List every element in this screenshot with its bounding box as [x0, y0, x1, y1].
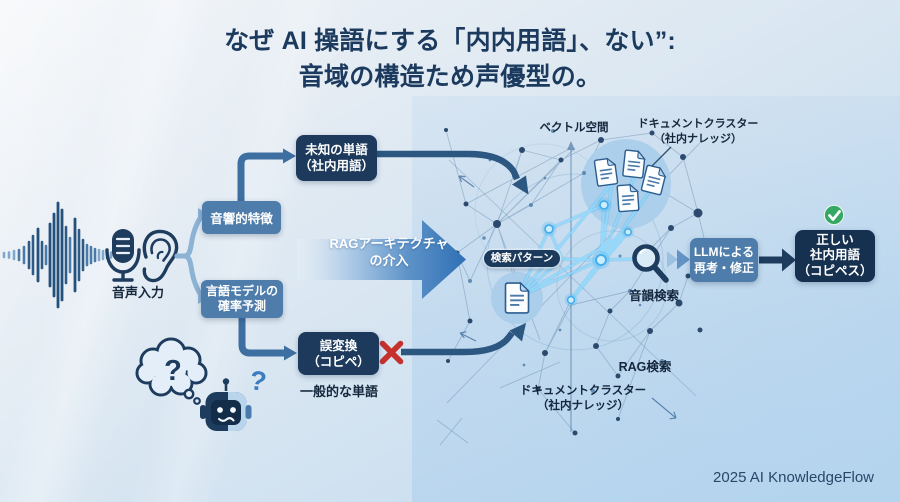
waveform-icon: [2, 201, 117, 309]
llm-revision-line2: 再考・修正: [693, 261, 754, 275]
cross-icon: [379, 340, 404, 365]
search-pattern-pill: 検索パターン: [484, 250, 560, 267]
unknown-word-box: 未知の単語 （社内用語）: [296, 135, 377, 181]
cluster-top-line2: （社内ナレッジ）: [654, 132, 742, 145]
title-line-2: 音域の構造ため声優型の。: [298, 63, 602, 91]
rag-intervention-arrow: [297, 220, 466, 299]
correct-term-line1: 正しい: [816, 232, 854, 247]
curved-arrow-bottom: [401, 323, 526, 356]
unknown-word-line2: （社内用語）: [298, 159, 374, 173]
curved-arrow-top: [377, 150, 529, 195]
misconversion-line1: 誤変換: [319, 338, 358, 353]
highlighted-nodes: [541, 197, 634, 307]
correct-term-box: 正しい 社内用語 （コピペス）: [795, 230, 875, 282]
language-model-line2: 確率予測: [217, 299, 266, 313]
misconversion-box: 誤変換 （コピペ）: [298, 332, 379, 375]
credit-text: 2025 AI KnowledgeFlow: [713, 469, 874, 486]
voice-input-label: 音声入力: [111, 285, 164, 300]
misconversion-line2: （コピペ）: [307, 354, 370, 369]
language-model-line1: 言語モデルの: [205, 284, 278, 298]
correct-term-line2: 社内用語: [809, 248, 860, 263]
elbow-arrow-misconversion: [238, 316, 297, 361]
robot-icon: [200, 378, 252, 431]
cluster-bottom-line1: ドキュメントクラスター: [519, 385, 647, 397]
floating-question-mark: ?: [247, 364, 269, 398]
generic-word-label: 一般的な単語: [299, 384, 378, 399]
llm-revision-line1: LLMによる: [693, 245, 755, 259]
rag-arrow-line1: RAGアーキテクチャ: [329, 236, 449, 251]
elbow-arrow-unknown: [237, 148, 296, 203]
document-cluster-top-label: ドキュメントクラスター （社内ナレッジ）: [628, 117, 768, 146]
thought-cloud-icon: [135, 337, 208, 405]
cluster-bottom-line2: （社内ナレッジ）: [537, 399, 629, 412]
network-nodes: [444, 128, 709, 436]
rag-search-label: RAG検索: [618, 360, 672, 374]
vector-space-label: ベクトル空間: [539, 122, 609, 134]
llm-revision-box: LLMによる 再考・修正: [690, 238, 758, 282]
unknown-word-line1: 未知の単語: [305, 143, 368, 157]
document-cluster-bottom-label: ドキュメントクラスター （社内ナレッジ）: [513, 384, 653, 413]
acoustic-features-box: 音響的特徴: [202, 201, 281, 234]
microphone-icon: [105, 229, 141, 282]
cluster-top-line1: ドキュメントクラスター: [637, 118, 759, 130]
decorative-arrow: [458, 175, 677, 420]
result-arrow: [759, 248, 796, 272]
acoustic-features-text: 音響的特徴: [210, 212, 273, 226]
ear-icon: [142, 229, 179, 283]
cloud-question-mark: ?: [164, 355, 182, 387]
check-icon: [823, 204, 845, 226]
magnifier-icon: [632, 244, 669, 283]
page-title: なぜ AI 操語にする「内内用語」、ない”: 音域の構造ため声優型の。: [0, 23, 900, 95]
title-line-1: なぜ AI 操語にする「内内用語」、ない”:: [224, 27, 676, 55]
correct-term-line3: （コピペス）: [797, 263, 873, 278]
rag-arrow-label: RAGアーキテクチャ の介入: [324, 236, 454, 269]
language-model-box: 言語モデルの 確率予測: [201, 280, 283, 318]
phonetic-search-label: 音韻検索: [628, 289, 679, 303]
rag-arrow-line2: の介入: [369, 252, 409, 268]
cluster-label-leader-line: [651, 146, 672, 167]
chevron-arrows: [667, 249, 690, 270]
